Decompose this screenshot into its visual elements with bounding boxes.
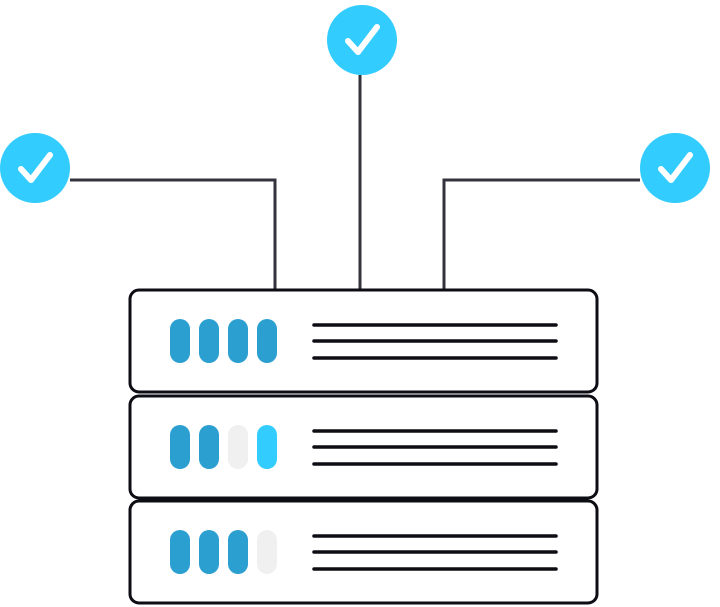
check-icon <box>18 152 53 183</box>
top-check-icon <box>327 5 397 75</box>
top-check-icon-badge <box>327 5 397 75</box>
status-led-on <box>170 530 190 574</box>
connector-line-3 <box>442 178 640 290</box>
server-unit-2 <box>128 394 599 500</box>
server-unit-3 <box>128 499 599 605</box>
status-led-on <box>170 425 190 469</box>
status-led-on <box>257 319 277 363</box>
status-led-off <box>257 530 277 574</box>
status-led-on <box>228 530 248 574</box>
status-led-on <box>228 319 248 363</box>
connector-line-1 <box>70 178 277 290</box>
check-icon <box>658 152 693 183</box>
status-led-on <box>199 530 219 574</box>
right-check-icon <box>640 133 710 203</box>
status-led-bright <box>257 425 277 469</box>
status-led-on <box>170 319 190 363</box>
server-unit-1 <box>128 288 599 394</box>
status-led-on <box>199 319 219 363</box>
server-rack <box>128 288 599 605</box>
status-led-off <box>228 425 248 469</box>
check-badges <box>0 5 710 203</box>
left-check-icon-badge <box>0 133 70 203</box>
connectors <box>70 75 640 290</box>
left-check-icon <box>0 133 70 203</box>
check-icon <box>345 24 380 55</box>
status-led-on <box>199 425 219 469</box>
right-check-icon-badge <box>640 133 710 203</box>
